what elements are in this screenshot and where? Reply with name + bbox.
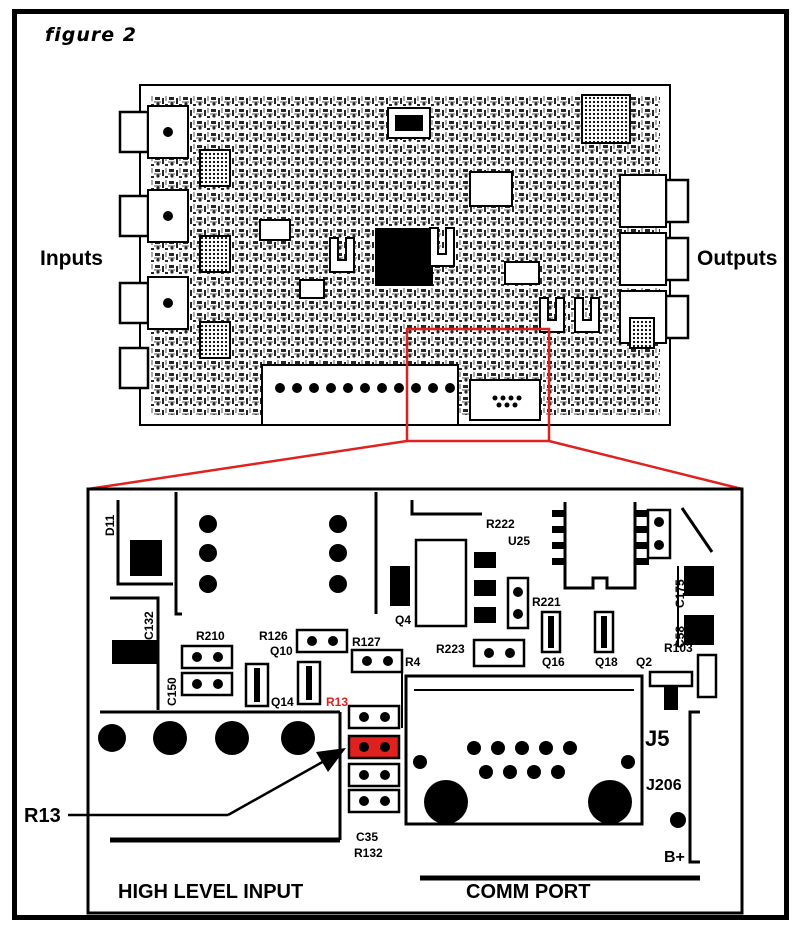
label-r222: R222	[486, 517, 515, 531]
label-c175: C175	[673, 579, 687, 608]
figure-title: figure 2	[45, 24, 137, 46]
callout-arrowhead	[316, 748, 346, 772]
label-u25: U25	[508, 534, 530, 548]
label-r13-detail: R13	[326, 695, 348, 709]
r13-highlighted-part	[347, 734, 401, 760]
zoom-line-right	[548, 439, 743, 491]
zoom-line-left	[87, 439, 408, 491]
label-c132: C132	[142, 611, 156, 640]
label-q2: Q2	[636, 655, 652, 669]
label-c150: C150	[165, 677, 179, 706]
inputs-label: Inputs	[40, 247, 103, 270]
label-r103: R103	[664, 641, 693, 655]
label-c35: C35	[356, 830, 378, 844]
r13-callout: R13	[24, 748, 346, 827]
label-r132: R132	[354, 846, 383, 860]
terminal-strip	[261, 364, 541, 426]
high-level-input-label: HIGH LEVEL INPUT	[118, 881, 303, 903]
label-r223: R223	[436, 642, 465, 656]
label-j5: J5	[645, 726, 669, 751]
label-d11: D11	[103, 514, 117, 536]
label-c58: C58	[673, 626, 687, 648]
figure-frame	[12, 9, 789, 920]
label-q10: Q10	[270, 644, 293, 658]
label-q16: Q16	[542, 655, 565, 669]
label-r4: R4	[405, 655, 421, 669]
pcb-overview	[118, 84, 690, 443]
r13-callout-label: R13	[24, 805, 61, 827]
label-r221: R221	[532, 595, 561, 609]
label-j206: J206	[646, 777, 682, 794]
component-labels: D11 C132 R210 R126 Q10 R127 R4 Q14 C150 …	[103, 514, 693, 866]
comm-port-label: COMM PORT	[466, 881, 590, 903]
outputs-label: Outputs	[697, 247, 778, 270]
label-q18: Q18	[595, 655, 618, 669]
label-r210: R210	[196, 629, 225, 643]
input-ic-blocks	[199, 149, 231, 359]
label-q4: Q4	[395, 613, 411, 627]
label-q14: Q14	[271, 695, 294, 709]
label-r126: R126	[259, 629, 288, 643]
central-components	[259, 94, 655, 349]
label-b-plus: B+	[664, 849, 685, 866]
detail-view	[98, 492, 718, 881]
label-r127: R127	[352, 635, 381, 649]
zoom-region-highlight	[405, 327, 551, 443]
input-connectors	[118, 105, 189, 390]
